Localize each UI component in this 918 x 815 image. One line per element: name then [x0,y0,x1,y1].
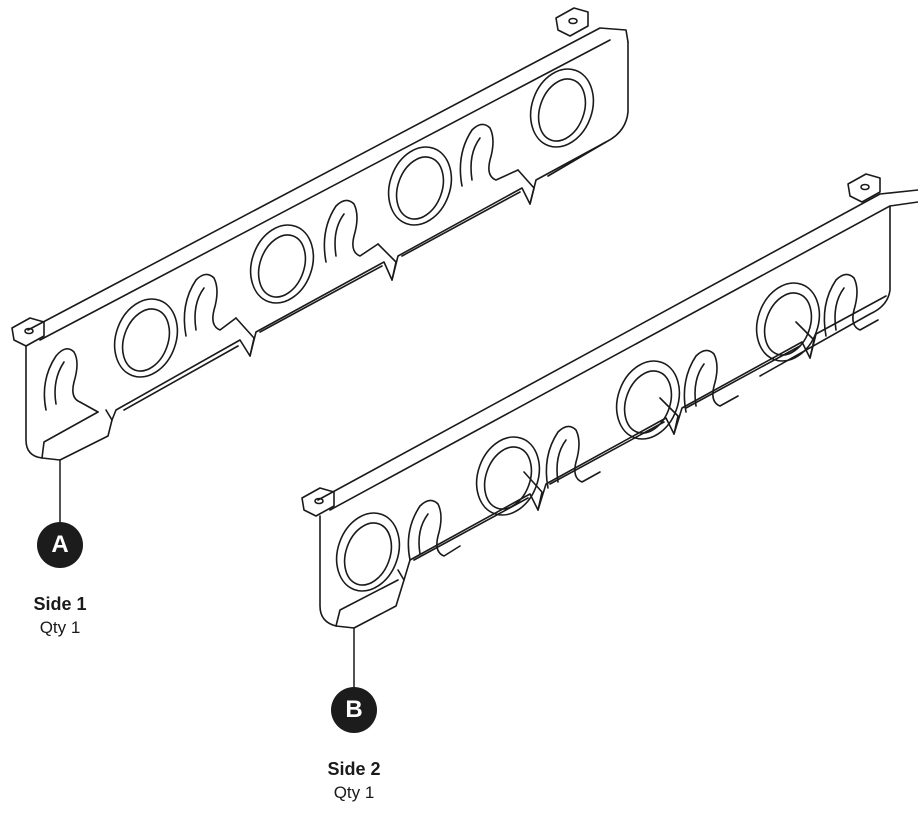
part-b-badge: B [331,687,377,733]
part-a-name: Side 1 [33,594,87,614]
side-2-bracket [301,173,918,689]
part-b-name: Side 2 [327,759,381,779]
part-b-qty: Qty 1 [333,783,375,802]
side-1-bracket [11,7,629,525]
part-a-qty: Qty 1 [39,618,81,637]
part-a-badge: A [37,522,83,568]
